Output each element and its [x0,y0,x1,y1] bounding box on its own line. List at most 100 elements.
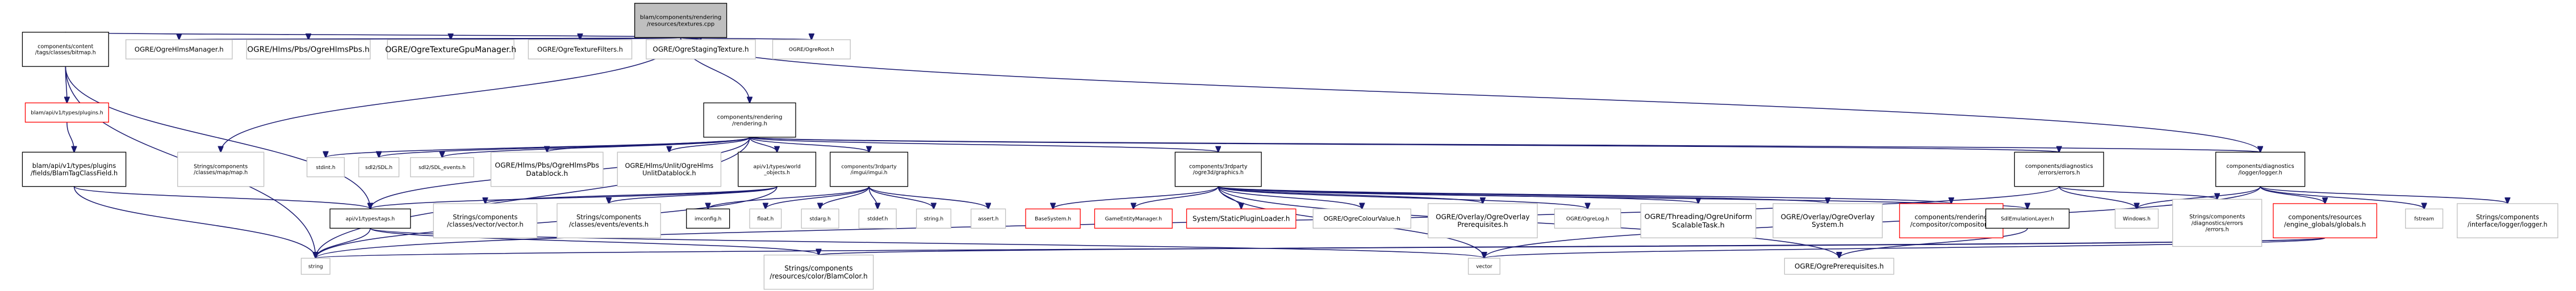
node-label-threading: OGRE/Threading/OgreUniform [1645,212,1753,221]
edge-imgui-to-imconfig [708,186,869,209]
node-label-vector: vector [1476,264,1492,270]
node-label-overlay_prereq: Prerequisites.h [1457,221,1508,229]
node-blamcolor[interactable]: Strings/components/resources/color/BlamC… [763,254,874,290]
node-label-bitmap: components/content [37,44,93,50]
node-gameentity[interactable]: GameEntityManager.h [1094,208,1173,229]
node-ogrelog[interactable]: OGRE/OgreLog.h [1554,208,1621,229]
edge-globals-to-blamcolor [819,237,2326,255]
node-map[interactable]: Strings/components/classes/map/map.h [177,151,265,187]
edge-graphics-to-overlay_prereq [1218,186,1483,204]
node-globals[interactable]: components/resources/engine_globals/glob… [2273,203,2377,239]
node-box-ogre_root [772,39,851,60]
node-stdarg[interactable]: stdarg.h [801,208,839,229]
edge-rendering-to-world_objects [749,137,777,152]
node-sdl_emul[interactable]: SdlEmulationLayer.h [1985,208,2070,229]
node-label-pbs_datablock: Datablock.h [526,170,568,178]
node-box-overlay_sys [1772,203,1883,239]
node-windows[interactable]: Windows.h [2114,208,2159,229]
node-label-map: Strings/components [194,163,248,170]
node-string[interactable]: string [300,258,331,275]
node-label-gameentity: GameEntityManager.h [1105,216,1162,222]
node-vector[interactable]: vector [1467,258,1500,275]
node-ogre_prereq[interactable]: OGRE/OgrePrerequisites.h [1784,258,1895,275]
node-label-basesystem: BaseSystem.h [1035,216,1071,222]
node-box-imconfig [686,208,730,229]
node-textures[interactable]: blam/components/rendering/resources/text… [634,3,727,38]
node-sdl_events[interactable]: sdl2/SDL_events.h [410,157,474,178]
node-hlms_pbs[interactable]: OGRE/Hlms/Pbs/OgreHlmsPbs.h [246,39,371,60]
node-label-staging: OGRE/OgreStagingTexture.h [653,45,748,53]
node-bitmap[interactable]: components/content/tags/classes/bitmap.h [22,32,109,67]
node-errors_ns[interactable]: Strings/components/diagnostics/errors/er… [2172,199,2263,247]
node-float[interactable]: float.h [749,208,782,229]
node-label-pbs_datablock: OGRE/Hlms/Pbs/OgreHlmsPbs [495,162,599,170]
node-rendering[interactable]: components/rendering/rendering.h [703,102,796,138]
node-box-tagclass [22,151,127,187]
node-label-logger: /logger/logger.h [2238,170,2282,176]
node-colourvalue[interactable]: OGRE/OgreColourValue.h [1312,208,1411,229]
edge-world_objects-to-tags [370,186,777,209]
node-label-compositor: /compositor/compositor.h [1910,221,1993,229]
node-label-imgui: /imgui/imgui.h [851,170,888,176]
node-logger_ns[interactable]: Strings/components/interface/logger/logg… [2457,203,2558,239]
node-staging[interactable]: OGRE/OgreStagingTexture.h [646,39,756,60]
node-imconfig[interactable]: imconfig.h [686,208,730,229]
node-label-textures: blam/components/rendering [640,15,722,21]
node-label-errors: /errors/errors.h [2038,170,2080,176]
node-plugins[interactable]: blam/api/v1/types/plugins.h [24,102,109,123]
node-sdl2[interactable]: sdl2/SDL.h [358,157,400,178]
node-label-hlms_pbs: OGRE/Hlms/Pbs/OgreHlmsPbs.h [247,45,369,54]
node-tagclass[interactable]: blam/api/v1/types/plugins/fields/BlamTag… [22,151,127,187]
node-box-globals [2273,203,2377,239]
node-stddef[interactable]: stddef.h [858,208,897,229]
node-label-windows: Windows.h [2123,216,2151,222]
node-label-tagclass: blam/api/v1/types/plugins [32,162,116,170]
node-tex_gpu[interactable]: OGRE/OgreTextureGpuManager.h [385,39,516,60]
node-label-globals: components/resources [2288,213,2361,221]
node-ogre_root[interactable]: OGRE/OgreRoot.h [772,39,851,60]
node-basesystem[interactable]: BaseSystem.h [1025,208,1081,229]
node-tex_filters[interactable]: OGRE/OgreTextureFilters.h [528,39,633,60]
node-graphics[interactable]: components/3rdparty/ogre3d/graphics.h [1174,151,1262,187]
edge-graphics-to-overlay_sys [1218,186,1828,204]
edge-world_objects-to-vector_ns [485,186,777,204]
node-label-vector_ns: Strings/components [453,213,517,221]
node-hlms_mgr[interactable]: OGRE/OgreHlmsManager.h [126,39,233,60]
node-box-basesystem [1025,208,1081,229]
node-events[interactable]: Strings/components/classes/events/events… [557,203,661,239]
node-assert[interactable]: assert.h [971,208,1006,229]
node-tags[interactable]: api/v1/types/tags.h [329,208,411,229]
node-world_objects[interactable]: api/v1/types/world_objects.h [738,151,817,187]
node-errors[interactable]: components/diagnostics/errors/errors.h [2014,151,2104,187]
node-vector_ns[interactable]: Strings/components/classes/vector/vector… [433,203,538,239]
node-box-sdl_emul [1985,208,2070,229]
node-label-world_objects: api/v1/types/world [753,164,800,170]
edge-imgui-to-float [766,186,869,209]
node-label-rendering: /rendering.h [732,121,767,127]
node-stdint[interactable]: stdint.h [306,157,345,178]
node-logger[interactable]: components/diagnostics/logger/logger.h [2215,151,2306,187]
node-box-blamcolor [763,254,874,290]
node-label-logger_ns: Strings/components [2476,214,2539,221]
node-label-string: string [308,264,323,270]
node-imgui[interactable]: components/3rdparty/imgui/imgui.h [830,151,909,187]
node-box-logger [2215,151,2306,187]
edge-graphics-to-basesystem [1053,186,1219,209]
node-string_h[interactable]: string.h [916,208,952,229]
node-label-assert: assert.h [978,216,998,222]
node-staticplugin[interactable]: System/StaticPluginLoader.h [1186,208,1297,229]
node-label-unlit_datablock: UnlitDatablock.h [642,169,696,177]
node-label-rendering: components/rendering [717,114,783,120]
node-fstream[interactable]: fstream [2405,208,2444,229]
edge-tagclass-to-string [73,186,316,259]
node-label-imconfig: imconfig.h [695,216,721,222]
node-box-tex_gpu [387,39,515,60]
node-label-stdarg: stdarg.h [809,216,830,222]
node-box-vector_ns [433,203,538,239]
